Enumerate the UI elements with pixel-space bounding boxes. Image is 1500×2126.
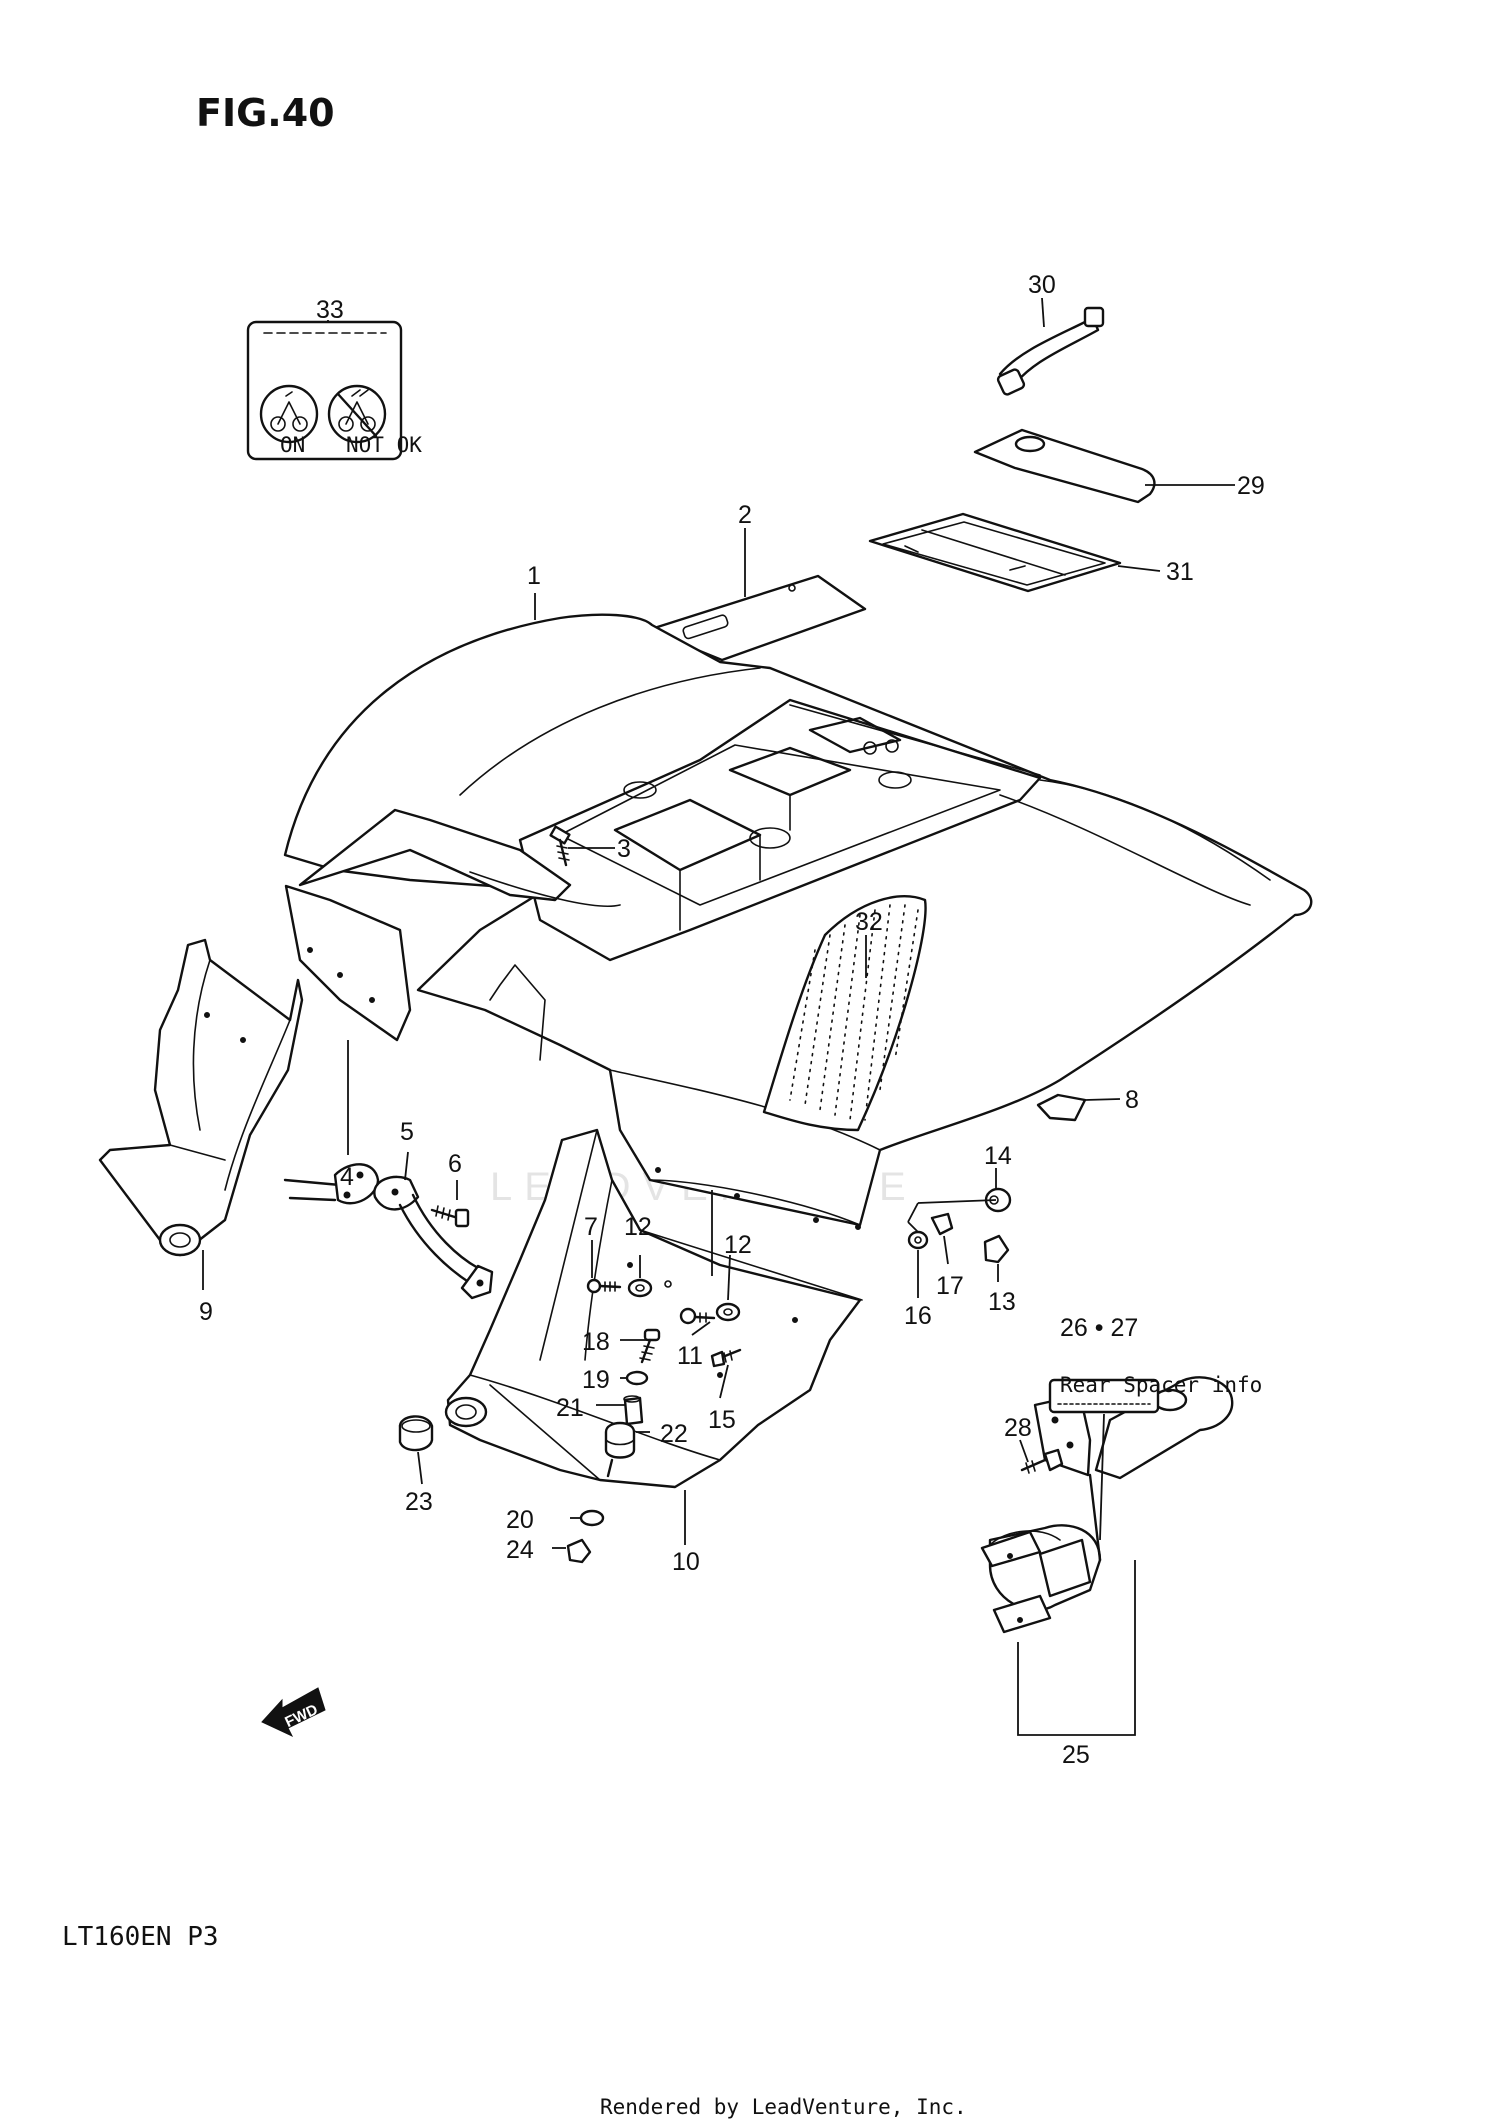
part-3-screw xyxy=(549,825,571,867)
callout-12b: 12 xyxy=(724,1231,752,1259)
callout-10: 10 xyxy=(672,1548,700,1576)
part-1-rear-fender xyxy=(283,613,1313,1230)
fastener-18 xyxy=(639,1328,661,1364)
part-32-reflector xyxy=(762,895,927,1132)
callout-8: 8 xyxy=(1125,1086,1139,1114)
callout-25: 25 xyxy=(1062,1741,1090,1769)
fastener-15 xyxy=(710,1348,742,1368)
part-20-washer xyxy=(579,1509,605,1527)
callout-3: 3 xyxy=(617,835,631,863)
part-8-clip xyxy=(1036,1093,1087,1122)
part-24-nut xyxy=(566,1538,592,1564)
callout-28: 28 xyxy=(1004,1414,1032,1442)
footer-credit: Rendered by LeadVenture, Inc. xyxy=(600,2095,967,2119)
model-code: LT160EN P3 xyxy=(62,1922,219,1952)
callout-5: 5 xyxy=(400,1118,414,1146)
part-23-grommet xyxy=(398,1415,434,1452)
callouts: 33 30 29 31 2 1 3 32 8 4 9 5 6 7 12 12 1… xyxy=(199,271,1265,1769)
callout-18: 18 xyxy=(582,1328,610,1356)
fastener-12-right xyxy=(715,1302,741,1322)
callout-14: 14 xyxy=(984,1142,1012,1170)
part-31-mat xyxy=(868,512,1122,593)
callout-19: 19 xyxy=(582,1366,610,1394)
callout-22: 22 xyxy=(660,1420,688,1448)
fastener-7 xyxy=(586,1278,622,1294)
callout-13: 13 xyxy=(988,1288,1016,1316)
callout-9: 9 xyxy=(199,1298,213,1326)
label-2627-text: Rear Spacer info xyxy=(1060,1373,1262,1397)
callout-24: 24 xyxy=(506,1536,534,1564)
label-33-right-caption: NOT OK xyxy=(346,433,422,457)
figure-title: FIG.40 xyxy=(196,91,335,135)
callout-4: 4 xyxy=(340,1163,354,1191)
part-6-bolt xyxy=(430,1205,470,1228)
leader-lines xyxy=(202,297,1235,1736)
fastener-12-left xyxy=(627,1278,672,1298)
callout-31: 31 xyxy=(1166,558,1194,586)
callout-20: 20 xyxy=(506,1506,534,1534)
callout-12a: 12 xyxy=(624,1213,652,1241)
fastener-17 xyxy=(930,1212,954,1236)
part-28-bolt xyxy=(1020,1448,1064,1474)
callout-33: 33 xyxy=(316,296,344,324)
part-9-left-mud-guard xyxy=(98,938,380,1257)
fastener-22 xyxy=(604,1421,636,1478)
fastener-13 xyxy=(983,1234,1010,1264)
label-33-left-caption: ON xyxy=(280,433,305,457)
callout-29: 29 xyxy=(1237,472,1265,500)
callout-21: 21 xyxy=(556,1394,584,1422)
part-29-seat-pad xyxy=(973,428,1156,504)
fastener-16 xyxy=(907,1230,929,1250)
fwd-arrow: FWD xyxy=(261,1687,326,1738)
callout-26-27: 26 • 27 xyxy=(1060,1314,1138,1342)
callout-30: 30 xyxy=(1028,271,1056,299)
callout-11: 11 xyxy=(677,1342,703,1370)
callout-2: 2 xyxy=(738,501,752,529)
fastener-11 xyxy=(679,1307,716,1325)
part-10-right-mud-guard xyxy=(444,1128,863,1489)
callout-6: 6 xyxy=(448,1150,462,1178)
part-33-warning-label: ON NOT OK xyxy=(246,320,422,461)
callout-7: 7 xyxy=(584,1213,598,1241)
fastener-19 xyxy=(625,1370,649,1386)
callout-17: 17 xyxy=(936,1272,964,1300)
callout-15: 15 xyxy=(708,1406,736,1434)
part-26-27-label: Rear Spacer info xyxy=(1048,1373,1262,1414)
part-5-bracket xyxy=(373,1175,494,1300)
callout-23: 23 xyxy=(405,1488,433,1516)
part-4-plate xyxy=(283,1163,380,1205)
callout-16: 16 xyxy=(904,1302,932,1330)
fastener-21 xyxy=(623,1395,644,1426)
callout-1: 1 xyxy=(527,562,541,590)
part-30-strap xyxy=(996,306,1105,396)
callout-32: 32 xyxy=(855,908,883,936)
